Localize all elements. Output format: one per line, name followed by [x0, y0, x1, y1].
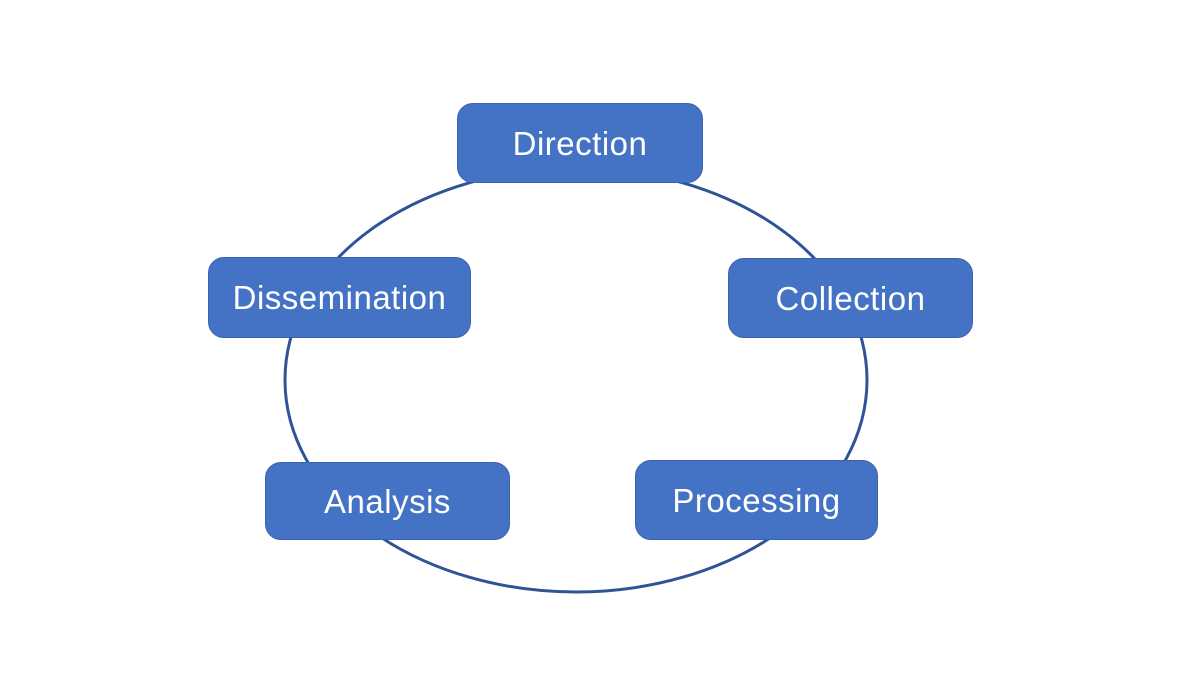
node-collection-label: Collection [775, 279, 926, 317]
node-processing-label: Processing [672, 481, 841, 519]
node-direction: Direction [457, 103, 703, 183]
node-dissemination-label: Dissemination [232, 279, 447, 316]
node-collection: Collection [728, 258, 973, 338]
node-direction-label: Direction [512, 124, 648, 162]
node-analysis-label: Analysis [324, 482, 451, 520]
node-processing: Processing [635, 460, 878, 540]
node-analysis: Analysis [265, 462, 510, 540]
node-dissemination: Dissemination [208, 257, 471, 338]
